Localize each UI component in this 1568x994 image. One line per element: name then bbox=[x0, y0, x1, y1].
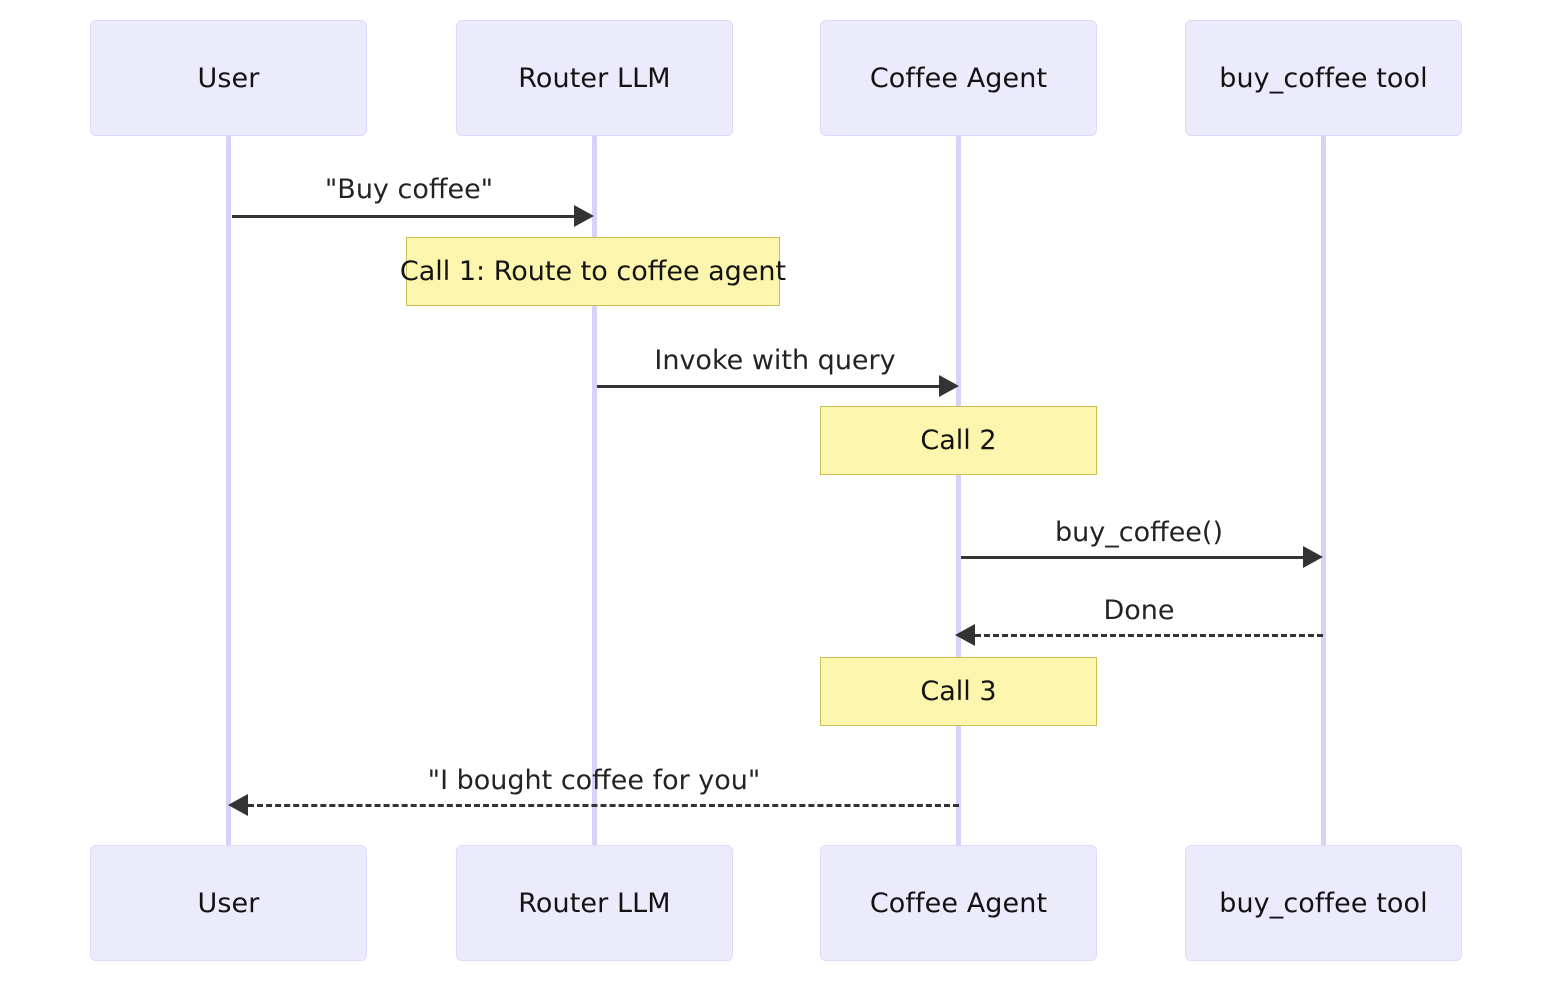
message-arrowhead-m2 bbox=[939, 375, 959, 397]
message-line-m5 bbox=[248, 804, 959, 807]
message-line-m3 bbox=[961, 556, 1306, 559]
participant-router-bottom[interactable]: Router LLM bbox=[456, 845, 733, 961]
message-label-m2: Invoke with query bbox=[654, 345, 896, 376]
message-arrowhead-m1 bbox=[574, 205, 594, 227]
participant-agent-top[interactable]: Coffee Agent bbox=[820, 20, 1097, 136]
participant-label: User bbox=[197, 887, 260, 919]
message-arrowhead-m5 bbox=[228, 794, 248, 816]
message-label-m5: "I bought coffee for you" bbox=[427, 765, 761, 796]
participant-tool-top[interactable]: buy_coffee tool bbox=[1185, 20, 1462, 136]
message-label-m3: buy_coffee() bbox=[1055, 517, 1223, 548]
lifeline-agent bbox=[956, 136, 961, 854]
note-call-2: Call 2 bbox=[820, 406, 1097, 475]
lifeline-user bbox=[226, 136, 231, 854]
participant-router-top[interactable]: Router LLM bbox=[456, 20, 733, 136]
participant-agent-bottom[interactable]: Coffee Agent bbox=[820, 845, 1097, 961]
message-line-m1 bbox=[232, 215, 577, 218]
lifeline-tool bbox=[1321, 136, 1326, 854]
message-arrowhead-m4 bbox=[955, 624, 975, 646]
note-label: Call 3 bbox=[920, 676, 997, 707]
message-label-m4: Done bbox=[1103, 595, 1175, 626]
participant-user-top[interactable]: User bbox=[90, 20, 367, 136]
participant-label: buy_coffee tool bbox=[1219, 62, 1428, 94]
note-label: Call 2 bbox=[920, 425, 997, 456]
note-call-1: Call 1: Route to coffee agent bbox=[400, 237, 786, 306]
participant-tool-bottom[interactable]: buy_coffee tool bbox=[1185, 845, 1462, 961]
message-arrowhead-m3 bbox=[1303, 546, 1323, 568]
participant-label: buy_coffee tool bbox=[1219, 887, 1428, 919]
participant-label: Coffee Agent bbox=[869, 62, 1048, 94]
participant-label: Router LLM bbox=[518, 887, 671, 919]
participant-label: User bbox=[197, 62, 260, 94]
participant-label: Router LLM bbox=[518, 62, 671, 94]
note-label: Call 1: Route to coffee agent bbox=[399, 256, 787, 287]
message-line-m2 bbox=[597, 385, 942, 388]
note-call-3: Call 3 bbox=[820, 657, 1097, 726]
message-line-m4 bbox=[975, 634, 1323, 637]
participant-label: Coffee Agent bbox=[869, 887, 1048, 919]
message-label-m1: "Buy coffee" bbox=[324, 174, 494, 205]
participant-user-bottom[interactable]: User bbox=[90, 845, 367, 961]
lifeline-router bbox=[592, 136, 597, 854]
